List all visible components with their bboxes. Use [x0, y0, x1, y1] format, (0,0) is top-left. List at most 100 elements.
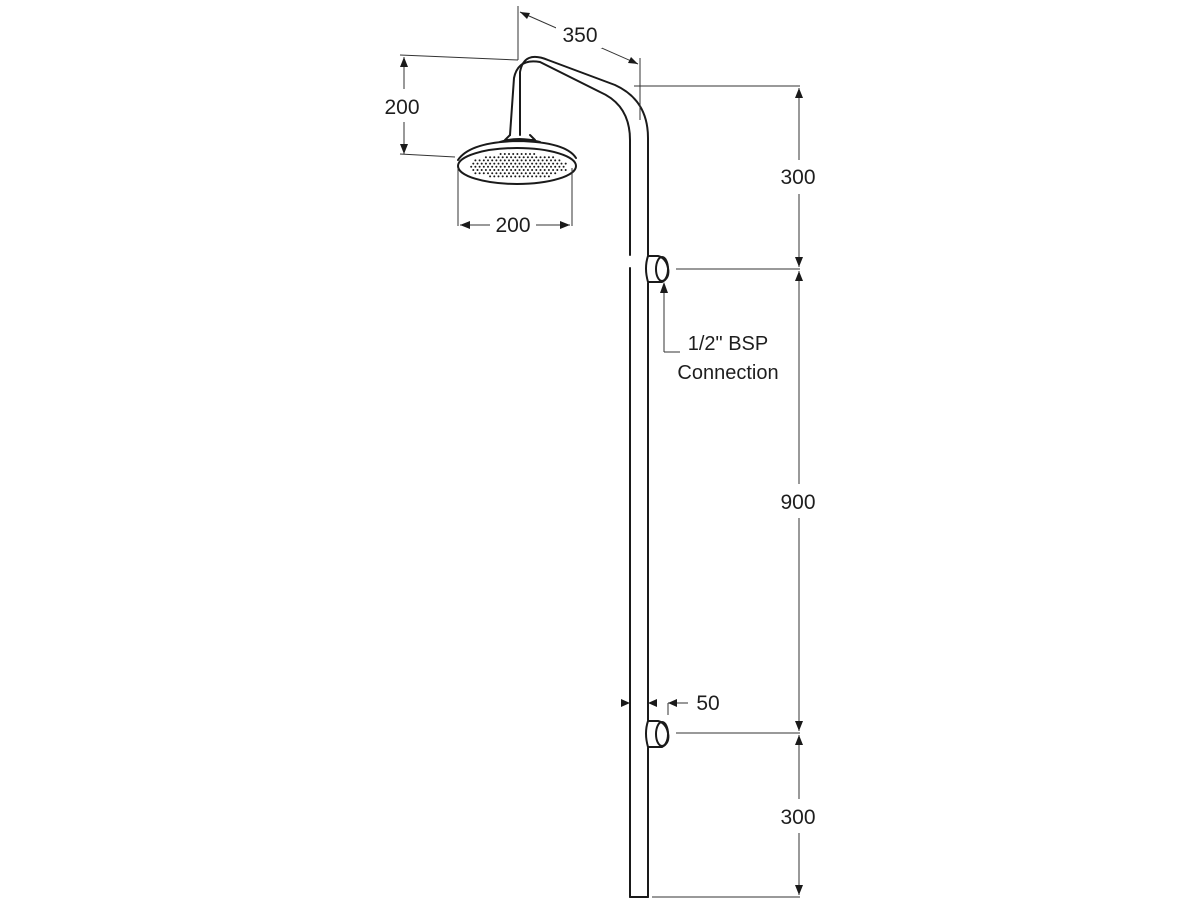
dim-arm-drop: 200	[384, 54, 519, 158]
nozzle-dot	[499, 165, 502, 168]
nozzle-dot	[539, 175, 542, 178]
nozzle-dot	[497, 156, 500, 159]
nozzle-dot	[552, 169, 555, 171]
nozzle-dot	[558, 165, 561, 168]
nozzle-dot	[516, 165, 519, 168]
nozzle-dot	[493, 169, 496, 171]
nozzle-dot	[510, 175, 513, 178]
nozzle-dot	[495, 172, 498, 175]
nozzle-dot	[520, 153, 523, 155]
nozzle-dot	[562, 165, 565, 168]
bsp-connection-callout: 1/2" BSP Connection	[660, 282, 779, 384]
nozzle-dot	[499, 159, 502, 162]
nozzle-dot	[543, 162, 546, 165]
nozzle-dot	[520, 159, 523, 162]
nozzle-dot	[556, 162, 559, 165]
nozzle-dot	[537, 159, 540, 162]
nozzle-dot	[526, 169, 529, 171]
nozzle-dot	[541, 159, 544, 162]
nozzle-dot	[524, 172, 527, 175]
nozzle-dot	[510, 156, 513, 159]
nozzle-dot	[514, 175, 517, 178]
nozzle-dot	[505, 162, 508, 165]
nozzle-dot	[529, 172, 531, 175]
shower-rail-outline	[457, 56, 670, 898]
nozzle-dot	[564, 162, 567, 165]
nozzle-dot	[501, 169, 504, 171]
nozzle-dot	[495, 159, 498, 162]
dim-label-200-drop: 200	[384, 96, 419, 119]
nozzle-dot	[537, 172, 540, 175]
dim-label-300-bottom: 300	[780, 806, 815, 829]
nozzle-dot	[545, 165, 548, 168]
nozzle-dot	[478, 172, 481, 175]
nozzle-dot	[512, 153, 515, 155]
nozzle-dot	[487, 165, 489, 168]
nozzle-dot	[503, 153, 506, 155]
nozzle-dot	[491, 172, 494, 175]
nozzle-dot	[489, 156, 492, 159]
nozzle-dot	[487, 159, 489, 162]
shower-head-dome	[457, 140, 577, 161]
nozzle-dot	[543, 156, 546, 159]
upper-connection-face	[655, 256, 669, 282]
dim-label-300-top: 300	[780, 166, 815, 189]
nozzle-dot	[516, 159, 519, 162]
nozzle-dot	[545, 159, 548, 162]
nozzle-dot	[518, 175, 521, 178]
nozzle-dot	[510, 169, 513, 171]
dim-vertical-chain: 300 900 300	[634, 85, 816, 898]
nozzle-dot	[480, 162, 483, 165]
nozzle-dot	[503, 165, 506, 168]
nozzle-dot	[522, 156, 525, 159]
nozzle-dot	[529, 165, 531, 168]
nozzle-dot	[556, 169, 559, 171]
nozzle-dot	[518, 162, 521, 165]
nozzle-dot	[543, 169, 546, 171]
nozzle-dot	[533, 172, 536, 175]
riser-outer-line	[509, 60, 631, 898]
shower-head-rim	[457, 147, 577, 185]
nozzle-dot	[470, 165, 473, 168]
nozzle-dot	[550, 165, 552, 168]
lower-connection-face	[655, 721, 669, 747]
nozzle-dot	[474, 172, 477, 175]
nozzle-dot	[505, 169, 508, 171]
nozzle-dot	[484, 162, 487, 165]
nozzle-dot	[516, 153, 519, 155]
nozzle-dot	[518, 169, 521, 171]
nozzle-dot	[508, 165, 510, 168]
nozzle-dot	[499, 172, 502, 175]
nozzle-dot	[478, 159, 481, 162]
nozzle-dot	[526, 162, 529, 165]
nozzle-dot	[533, 153, 536, 155]
nozzle-dot	[520, 172, 523, 175]
nozzle-dot	[514, 162, 517, 165]
nozzle-dot	[539, 169, 542, 171]
nozzle-dot	[516, 172, 519, 175]
nozzle-dot	[543, 175, 546, 178]
nozzle-dot	[524, 159, 527, 162]
nozzle-dot	[493, 175, 496, 178]
dim-label-50: 50	[696, 692, 719, 715]
nozzle-dot	[541, 172, 544, 175]
nozzle-dot	[484, 156, 487, 159]
nozzle-dot	[522, 169, 525, 171]
nozzle-dot	[535, 175, 538, 178]
dim-label-350: 350	[562, 24, 597, 47]
nozzle-dot	[476, 169, 479, 171]
nozzle-dot	[482, 159, 485, 162]
nozzle-dot	[518, 156, 521, 159]
nozzle-dot	[526, 175, 529, 178]
nozzle-dot	[531, 156, 534, 159]
nozzle-dot	[522, 175, 525, 178]
nozzle-dot	[503, 159, 506, 162]
nozzle-dot	[489, 169, 492, 171]
nozzle-dot	[489, 162, 492, 165]
nozzle-dot	[514, 156, 517, 159]
nozzle-dot	[552, 162, 555, 165]
nozzle-dot	[550, 172, 552, 175]
nozzle-dot	[514, 169, 517, 171]
nozzle-dot	[520, 165, 523, 168]
